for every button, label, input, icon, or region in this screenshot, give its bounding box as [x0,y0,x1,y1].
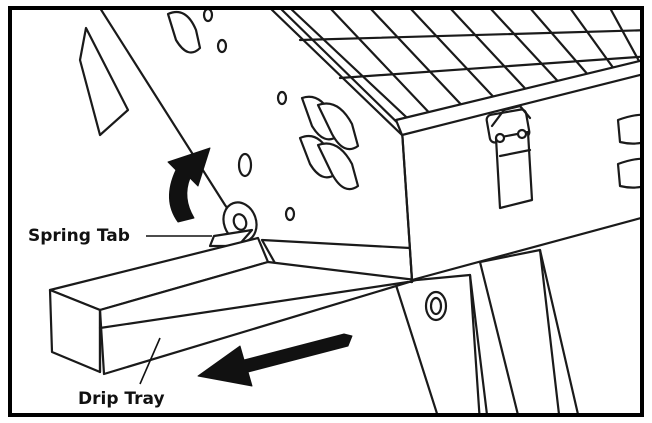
vent-slots [166,8,360,222]
curved-up-arrow-icon [167,147,211,223]
rear-leg-right [478,248,580,415]
spring-tab-label: Spring Tab [28,226,130,246]
rear-leg [393,273,489,415]
leg-rivet-icon [424,290,448,322]
drip-tray-leader [139,337,161,385]
drip-tray [48,236,418,376]
diagram-frame [8,6,644,417]
drip-tray-label: Drip Tray [78,389,165,409]
latch-icon [485,104,534,210]
grill-lip [394,59,642,137]
left-arrow-icon [197,333,353,387]
back-leg [78,26,130,137]
